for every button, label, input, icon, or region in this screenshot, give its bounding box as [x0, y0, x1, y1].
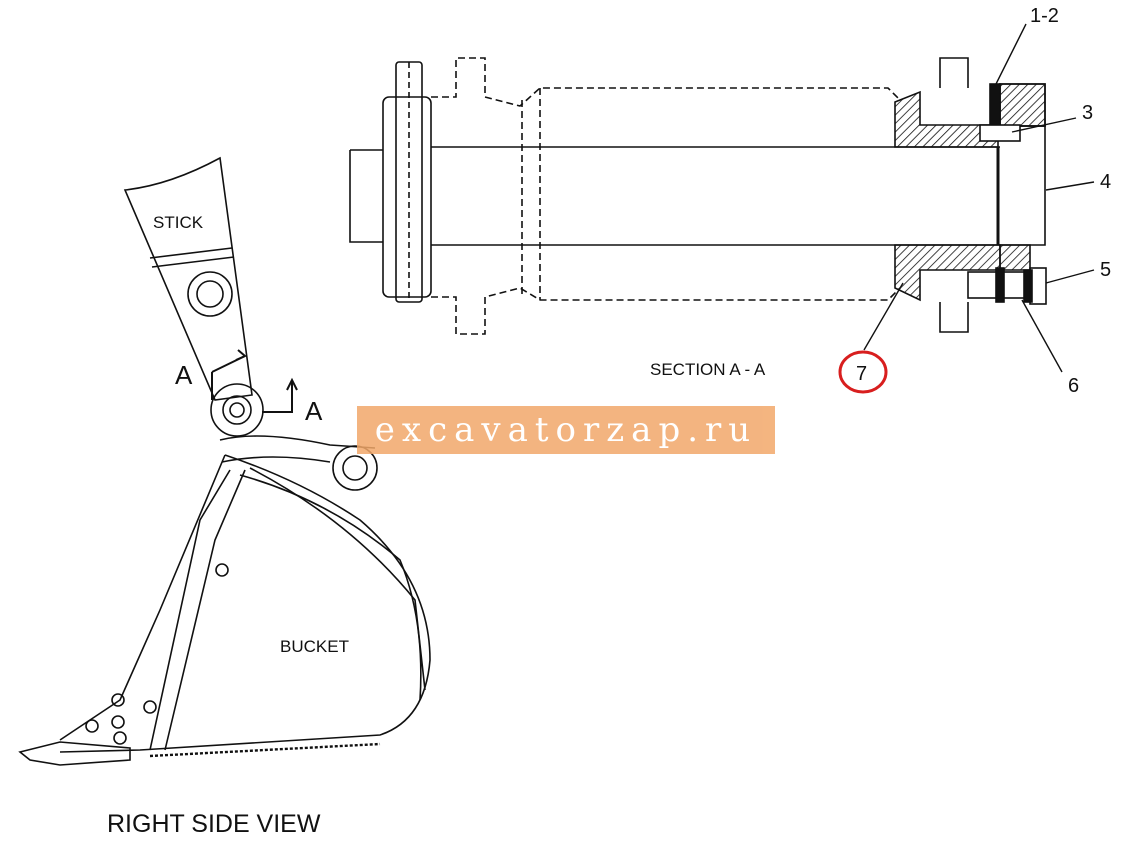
stick-outline [123, 156, 253, 401]
pin-section-drawing [349, 57, 1047, 335]
stick-boss-left [431, 57, 901, 335]
stick-pin-boss [187, 271, 233, 317]
end-plate-lower [999, 244, 1031, 271]
callouts: 1-2 3 4 5 6 7 [856, 5, 1111, 397]
section-marker-left: A [175, 360, 193, 390]
callout-4: 4 [1100, 171, 1111, 193]
pin-head [382, 96, 432, 298]
section-marker-right: A [305, 396, 323, 426]
bucket-boss-right [939, 57, 969, 333]
shim-pack [989, 83, 1001, 127]
bucket-outline [59, 454, 431, 753]
callout-7: 7 [856, 363, 867, 385]
bucket-label: BUCKET [280, 637, 349, 656]
bucket-pivot [210, 383, 264, 437]
callout-3: 3 [1082, 102, 1093, 124]
callout-1-2: 1-2 [1030, 5, 1059, 27]
section-title: SECTION A - A [650, 360, 766, 379]
link-pin [332, 445, 378, 491]
view-title: RIGHT SIDE VIEW [107, 810, 321, 838]
bolt-3 [979, 124, 1021, 142]
stick-label: STICK [153, 213, 204, 232]
callout-6: 6 [1068, 375, 1079, 397]
callout-leaders [863, 23, 1095, 373]
watermark-banner: excavatorzap.ru [357, 406, 775, 454]
end-plate [999, 83, 1046, 127]
callout-5: 5 [1100, 259, 1111, 281]
bucket-link [219, 435, 376, 463]
bucket-tooth [18, 741, 131, 766]
side-view-drawing [18, 156, 431, 766]
highlight-circle [838, 350, 888, 394]
pin-body [349, 149, 383, 243]
